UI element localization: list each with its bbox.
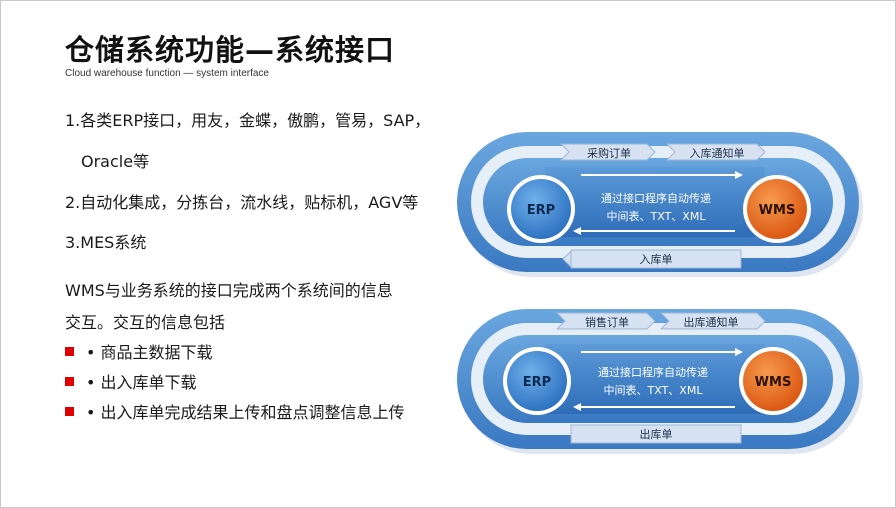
top-label-2: 入库通知单 (690, 146, 745, 160)
bullet-text: • 出入库单下载 (86, 373, 197, 392)
bottom-label: 入库单 (640, 253, 673, 266)
red-square-icon (65, 346, 74, 356)
red-square-icon (65, 406, 74, 416)
bullet-text: • 商品主数据下载 (86, 343, 213, 362)
center-text-2: 中间表、TXT、XML (604, 383, 704, 397)
red-square-icon (65, 376, 74, 386)
wms-label: WMS (759, 203, 796, 218)
arrow-head (735, 171, 743, 179)
wms-circle (743, 351, 803, 411)
page-title: 仓储系统功能—系统接口 (65, 33, 396, 67)
wms-circle (747, 179, 807, 239)
bottom-label: 出库单 (640, 427, 673, 441)
arrow-head (735, 348, 743, 356)
bullet-item: • 商品主数据下载 (65, 339, 213, 363)
arrow-right-shape (659, 312, 766, 330)
bullet-text: • 出入库单完成结果上传和盘点调整信息上传 (86, 403, 405, 422)
erp-circle (507, 351, 567, 411)
paragraph-line-2: 交互。交互的信息包括 (65, 313, 226, 332)
center-band (545, 344, 765, 414)
paragraph-line-1: WMS与业务系统的接口完成两个系统间的信息 (65, 281, 393, 300)
top-label-1: 采购订单 (587, 146, 631, 160)
diagram-outbound: ERP WMS 销售订单 出库通知单 出库单 通过接口程序自动传递 中间表、TX… (457, 309, 863, 454)
center-text-2: 中间表、TXT、XML (607, 209, 707, 223)
arrow-head (573, 403, 581, 411)
center-text-1: 通过接口程序自动传递 (598, 365, 708, 379)
list-item-mes: 3.MES系统 (65, 233, 147, 252)
top-label-1: 销售订单 (585, 315, 629, 329)
bottom-label-box (570, 424, 742, 444)
center-text-1: 通过接口程序自动传递 (601, 191, 711, 205)
bullet-item: • 出入库单完成结果上传和盘点调整信息上传 (65, 399, 405, 423)
bottom-label-box (570, 249, 742, 269)
erp-circle (511, 179, 571, 239)
erp-label: ERP (523, 375, 551, 390)
arrow-right-shape (559, 143, 656, 161)
diagram-inbound: ERP WMS 采购订单 入库通知单 入库单 通过接口程序自动传递 中间表、TX… (457, 132, 863, 277)
center-band (545, 167, 765, 237)
bullet-item: • 出入库单下载 (65, 369, 197, 393)
arrow-right-shape (665, 143, 766, 161)
erp-label: ERP (527, 203, 555, 218)
arrow-right-shape (555, 312, 656, 330)
list-item-erp-interfaces: 1.各类ERP接口，用友，金蝶，傲鹏，管易，SAP， (65, 111, 431, 130)
arrow-head (573, 227, 581, 235)
page-subtitle: Cloud warehouse function — system interf… (65, 68, 269, 79)
list-item-erp-interfaces-cont: Oracle等 (81, 152, 150, 171)
wms-label: WMS (755, 375, 792, 390)
list-item-automation: 2.自动化集成，分拣台，流水线，贴标机，AGV等 (65, 193, 419, 212)
top-label-2: 出库通知单 (684, 315, 739, 329)
